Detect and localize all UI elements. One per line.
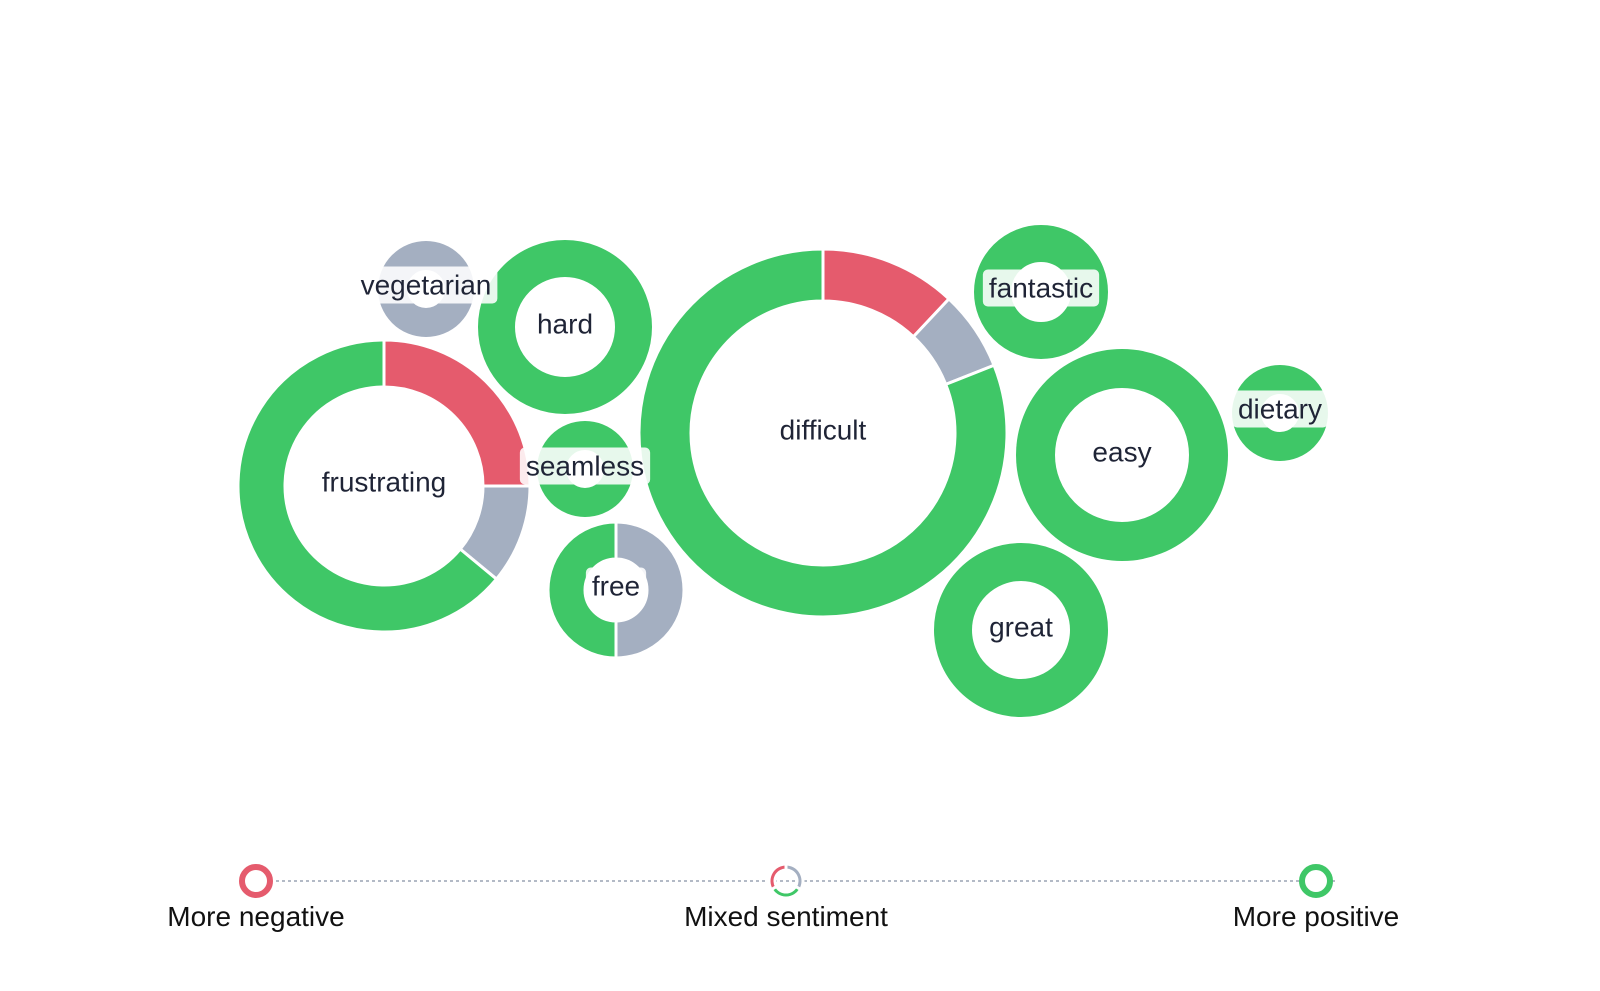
word-label-text: hard [537,309,593,340]
legend-negative-ring-icon [239,864,273,898]
donut-frustrating[interactable] [236,338,532,634]
donut-easy-positive-segment [1016,349,1228,561]
word-label-bg [1231,390,1329,428]
word-label-bg [315,463,453,501]
legend-positive-label: More positive [1233,901,1400,932]
legend-item-negative: More negative [167,864,345,932]
word-label-bg [519,447,651,485]
word-label-free: free [585,567,647,605]
word-label-great: great [983,608,1060,646]
donut-difficult-positive-segment [637,247,1009,619]
word-label-text: easy [1092,437,1151,468]
word-label-hard: hard [530,305,600,343]
sentiment-donut-chart: difficult frustrating easy great hard fantast… [236,225,1329,717]
donut-hard-positive-segment [478,240,652,414]
word-labels: difficult frustrating easy great hard fantast… [315,266,1329,646]
word-label-bg [585,567,647,605]
donut-hard[interactable] [478,240,652,414]
legend-mixed-label: Mixed sentiment [684,901,888,932]
legend-negative-label: More negative [167,901,344,932]
word-label-difficult: difficult [773,411,873,449]
word-label-vegetarian: vegetarian [354,266,498,304]
word-label-dietary: dietary [1231,390,1329,428]
word-label-frustrating: frustrating [315,463,453,501]
word-label-text: difficult [780,415,867,446]
word-label-text: frustrating [322,467,447,498]
donut-great[interactable] [934,543,1108,717]
sentiment-legend: More negative Mixed sentiment More posit… [167,862,1400,932]
word-label-text: dietary [1238,394,1322,425]
legend-positive-ring-icon [1299,864,1333,898]
donut-free[interactable] [546,520,686,660]
word-label-fantastic: fantastic [982,269,1100,307]
word-label-easy: easy [1086,433,1158,471]
word-label-bg [773,411,873,449]
word-label-text: great [989,612,1053,643]
word-label-text: fantastic [989,273,1093,304]
word-label-text: vegetarian [361,270,492,301]
legend-mixed-ring-icon [767,862,805,900]
donut-great-positive-segment [934,543,1108,717]
word-label-bg [982,269,1100,307]
word-label-bg [1086,433,1158,471]
legend-mixed-negative-segment [767,862,788,892]
word-label-bg [530,305,600,343]
donut-frustrating-positive-segment [236,338,499,634]
donut-difficult[interactable] [637,247,1009,619]
legend-item-mixed: Mixed sentiment [684,862,888,932]
word-label-bg [983,608,1060,646]
word-label-bg [354,266,498,304]
word-label-text: free [592,571,640,602]
donut-easy[interactable] [1016,349,1228,561]
legend-item-positive: More positive [1233,864,1400,932]
word-label-text: seamless [526,451,644,482]
word-label-seamless: seamless [519,447,651,485]
